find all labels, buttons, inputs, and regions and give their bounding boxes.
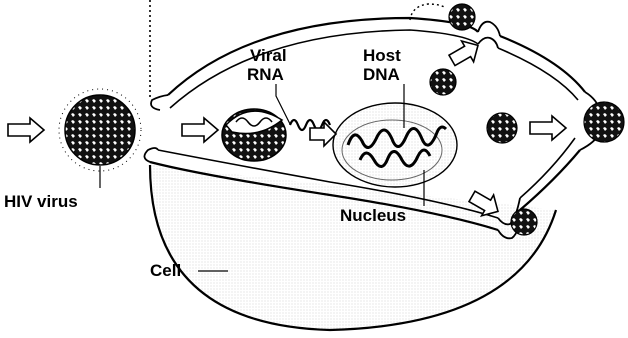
arrow-right-icon [8, 118, 44, 142]
hiv-virus-particle [59, 89, 141, 171]
arrow-right-icon [182, 118, 218, 142]
budding-site-top [478, 22, 500, 48]
virion-middle [487, 113, 517, 143]
label-host-dna-line1: Host [363, 47, 401, 65]
virion-top [449, 4, 475, 30]
virion-bottom [511, 209, 537, 235]
cell-bowl [150, 165, 556, 330]
label-cell: Cell [150, 262, 181, 280]
arrow-up-right-icon [446, 35, 484, 71]
label-viral-rna-line2: RNA [247, 66, 284, 84]
uncoating-virus [222, 109, 286, 161]
arrow-right-icon [530, 116, 566, 140]
virion-upper-middle [430, 69, 456, 95]
virion-exiting-right [584, 102, 624, 142]
label-host-dna-line2: DNA [363, 66, 400, 84]
label-viral-rna-line1: Viral [250, 47, 287, 65]
label-hiv-virus: HIV virus [4, 193, 78, 211]
label-nucleus: Nucleus [340, 207, 406, 225]
